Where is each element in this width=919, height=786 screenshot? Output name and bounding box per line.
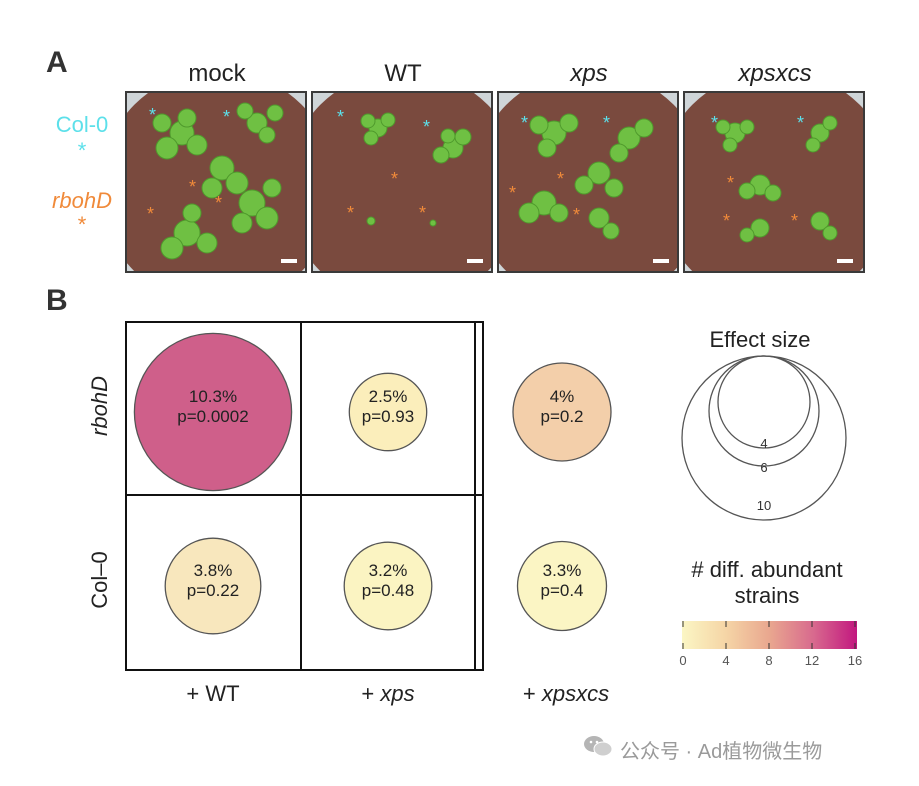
svg-text:*: *	[419, 203, 426, 223]
size-legend-title: Effect size	[709, 327, 811, 352]
cell-col0-xpsxcs-p: p=0.4	[540, 581, 584, 600]
svg-text:*: *	[509, 183, 516, 203]
bubble-col0-wt	[164, 537, 262, 635]
svg-text:*: *	[149, 105, 156, 125]
grid-top-border	[125, 321, 484, 323]
wechat-logo-icon	[583, 734, 613, 758]
size-legend-label-4: 4	[760, 436, 767, 451]
svg-text:*: *	[391, 169, 398, 189]
col-label-xpsxcs-name: xpsxcs	[541, 681, 610, 706]
col-label-wt-prefix: +	[186, 681, 206, 706]
svg-text:*: *	[147, 204, 154, 224]
svg-text:*: *	[797, 113, 804, 133]
color-tick-4: 4	[722, 653, 730, 668]
color-tick-16: 16	[847, 653, 863, 668]
column-title-xpsxcs: xpsxcs	[738, 60, 812, 87]
row-marker-rbohd: *	[77, 212, 87, 237]
svg-text:*: *	[347, 203, 354, 223]
bubble-rbohd-wt	[133, 332, 293, 492]
color-legend-title-line1: # diff. abundant	[691, 557, 843, 582]
grid-divider-col1	[300, 321, 302, 671]
row-marker-col0: *	[77, 138, 87, 163]
bubble-rbohd-xps	[348, 372, 428, 452]
size-legend: 4 6 10	[681, 355, 847, 521]
svg-text:*: *	[423, 117, 430, 137]
svg-text:*: *	[215, 193, 222, 213]
cell-col0-xps-p: p=0.48	[361, 581, 415, 600]
svg-text:*: *	[711, 113, 718, 133]
bubble-rbohd-xpsxcs	[512, 362, 612, 462]
bubble-col0-xpsxcs	[516, 540, 608, 632]
plant-photo-mock: * * * * *	[125, 91, 307, 273]
svg-text:*: *	[223, 107, 230, 127]
svg-text:*: *	[727, 173, 734, 193]
svg-text:*: *	[189, 177, 196, 197]
color-legend-title-line2: strains	[734, 583, 800, 608]
col-label-wt-name: WT	[205, 681, 240, 706]
cell-col0-xpsxcs-pct: 3.3%	[542, 561, 582, 580]
svg-text:*: *	[557, 169, 564, 189]
cell-rbohd-xpsxcs-pct: 4%	[549, 387, 575, 406]
cell-rbohd-wt-pct: 10.3%	[188, 387, 238, 406]
col-label-xps: + xps	[288, 681, 488, 707]
row-label-rbohd-b: rbohD	[87, 376, 112, 436]
cell-rbohd-wt-p: p=0.0002	[177, 407, 249, 426]
plant-photo-xpsxcs: * * * * *	[683, 91, 865, 273]
size-legend-label-10: 10	[757, 498, 771, 513]
column-title-xps: xps	[570, 60, 608, 87]
cell-rbohd-xpsxcs-p: p=0.2	[540, 407, 584, 426]
col-label-xpsxcs: + xpsxcs	[466, 681, 666, 707]
plant-photo-wt: * * * * *	[311, 91, 493, 273]
grid-divider-row	[125, 494, 484, 496]
color-tick-0: 0	[679, 653, 687, 668]
bubble-col0-xps	[343, 541, 433, 631]
grid-right-border	[482, 321, 484, 671]
col-label-xps-prefix: +	[361, 681, 381, 706]
grid-bottom-border	[125, 669, 484, 671]
col-label-wt: + WT	[113, 681, 313, 707]
cell-rbohd-xps-p: p=0.93	[361, 407, 415, 426]
column-title-mock: mock	[188, 60, 246, 87]
row-label-rbohd: rbohD	[52, 188, 112, 213]
size-legend-circle-4	[717, 355, 811, 449]
grid-left-border	[125, 321, 127, 671]
panel-a-letter: A	[46, 46, 68, 79]
col-label-xpsxcs-prefix: +	[522, 681, 542, 706]
column-title-wt: WT	[384, 60, 422, 87]
svg-text:*: *	[521, 113, 528, 133]
svg-text:*: *	[723, 211, 730, 231]
cell-col0-xps-pct: 3.2%	[368, 561, 408, 580]
row-label-col0: Col-0	[55, 112, 109, 137]
svg-text:*: *	[603, 113, 610, 133]
grid-divider-col2	[474, 321, 476, 671]
color-tick-12: 12	[804, 653, 820, 668]
svg-text:*: *	[791, 211, 798, 231]
plant-photo-xps: * * * * *	[497, 91, 679, 273]
svg-text:*: *	[573, 205, 580, 225]
col-label-xps-name: xps	[380, 681, 415, 706]
cell-col0-wt-p: p=0.22	[186, 581, 240, 600]
color-tick-8: 8	[765, 653, 773, 668]
panel-b-letter: B	[46, 284, 68, 317]
row-label-col0-b: Col–0	[87, 551, 112, 609]
watermark-text: 公众号 · Ad植物微生物	[620, 741, 823, 763]
cell-rbohd-xps-pct: 2.5%	[368, 387, 408, 406]
cell-col0-wt-pct: 3.8%	[193, 561, 233, 580]
svg-text:*: *	[337, 107, 344, 127]
color-legend-ticks	[682, 621, 856, 649]
size-legend-label-6: 6	[760, 460, 767, 475]
